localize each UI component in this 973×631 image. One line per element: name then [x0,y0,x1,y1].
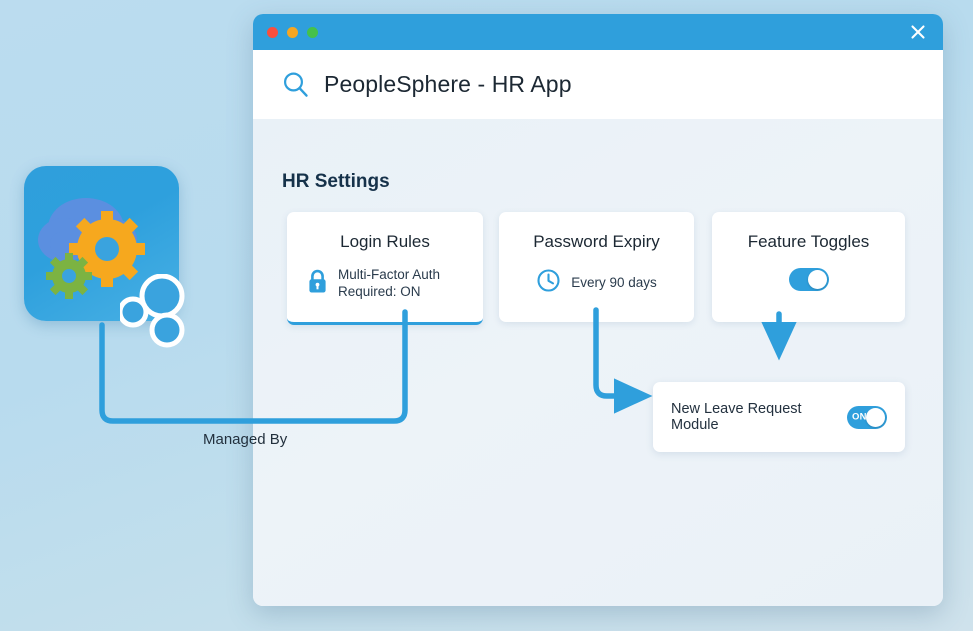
window-header: PeopleSphere - HR App [253,50,943,119]
card-title-login-rules: Login Rules [340,232,430,251]
card-body-feature-toggles [712,268,905,291]
card-body-password-expiry: Every 90 days [499,268,694,298]
feature-toggle-switch[interactable] [788,268,829,291]
card-title-feature-toggles: Feature Toggles [747,232,870,251]
card-body-login-rules: Multi-Factor Auth Required: ON [287,267,483,301]
search-icon[interactable] [281,70,310,99]
card-login-rules[interactable]: Login Rules Multi-Factor Auth Required: … [287,212,483,325]
card-new-leave-request-module[interactable]: New Leave Request Module ON [653,382,905,452]
app-icon-artwork [38,198,145,299]
traffic-light-maximize-dot[interactable] [307,26,318,38]
leave-module-label: New Leave Request Module [671,401,802,433]
traffic-light-minimize-dot[interactable] [287,26,298,38]
lock-icon [307,269,328,299]
card-title-password-expiry: Password Expiry [533,232,660,251]
app-window: PeopleSphere - HR App HR Settings Login … [253,14,943,606]
section-title: HR Settings [282,171,390,192]
toggle-knob [866,407,885,427]
card-value-password-expiry: Every 90 days [571,274,657,290]
window-content: HR Settings Login Rules Multi-Factor Aut… [253,119,943,606]
close-icon[interactable] [907,21,929,43]
toggle-knob [807,270,827,289]
gear-icon-small [46,253,92,299]
leave-module-toggle-switch[interactable]: ON [847,405,887,429]
cloud-gears-app-icon [24,166,179,321]
app-icon-group [24,166,185,348]
toggle-on-label: ON [852,411,867,423]
bubbles-decoration [120,274,185,348]
card-value-login-rules: Multi-Factor Auth Required: ON [338,267,440,301]
traffic-light-close-dot[interactable] [267,26,278,38]
mfa-line-1: Multi-Factor Auth [338,267,441,282]
gear-icon-large [69,211,145,287]
page-title: PeopleSphere - HR App [324,71,572,97]
mfa-line-2: Required: ON [338,283,421,299]
clock-icon [536,268,561,298]
window-titlebar [253,14,943,50]
card-password-expiry[interactable]: Password Expiry Every 90 days [499,212,694,322]
card-feature-toggles[interactable]: Feature Toggles [712,212,905,322]
connector-label-managed-by: Managed By [203,431,288,448]
